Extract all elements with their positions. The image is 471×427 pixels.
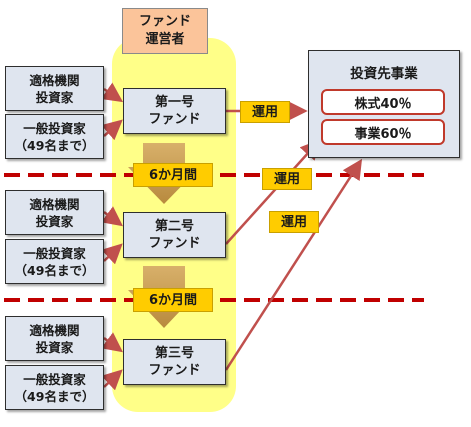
general-investor-limit: （49名まで） bbox=[14, 262, 95, 278]
fund-manager-label-2: 運営者 bbox=[145, 32, 185, 47]
interval-tag-2: 6か月間 bbox=[133, 288, 213, 312]
general-investor-limit: （49名まで） bbox=[14, 137, 95, 153]
general-investor-box-2: 一般投資家 （49名まで） bbox=[5, 239, 104, 284]
fund-2-number: 第二号 bbox=[154, 219, 194, 234]
arrow-fund3-target bbox=[224, 158, 363, 371]
qualified-investor-box-3: 適格機関 投資家 bbox=[5, 316, 104, 361]
fund-1-label: ファンド bbox=[148, 112, 201, 127]
qualified-investor-label: 投資家 bbox=[35, 213, 74, 229]
interval-tag-1: 6か月間 bbox=[133, 163, 213, 187]
fund-1-number: 第一号 bbox=[154, 95, 194, 110]
fund-3-number: 第三号 bbox=[154, 346, 194, 361]
qualified-investor-label: 適格機関 bbox=[29, 196, 80, 212]
fund-manager-box: ファンド 運営者 bbox=[122, 8, 208, 54]
investment-target-box: 投資先事業 株式40％ 事業60％ bbox=[308, 50, 460, 158]
general-investor-limit: （49名まで） bbox=[14, 388, 95, 404]
qualified-investor-label: 投資家 bbox=[35, 89, 74, 105]
fund-2-box: 第二号 ファンド bbox=[123, 212, 226, 258]
arrow-general-fund2 bbox=[101, 243, 123, 265]
fund-3-label: ファンド bbox=[148, 363, 201, 378]
qualified-investor-label: 投資家 bbox=[35, 339, 74, 355]
arrow-qualified-fund1 bbox=[100, 82, 124, 103]
general-investor-label: 一般投資家 bbox=[23, 371, 86, 387]
business-allocation: 事業60％ bbox=[321, 119, 445, 145]
operate-tag-2: 運用 bbox=[262, 168, 312, 190]
arrow-qualified-fund3 bbox=[101, 332, 123, 353]
general-investor-box-1: 一般投資家 （49名まで） bbox=[5, 114, 104, 159]
general-investor-label: 一般投資家 bbox=[23, 245, 86, 261]
stocks-allocation: 株式40％ bbox=[321, 89, 445, 115]
qualified-investor-label: 適格機関 bbox=[29, 322, 80, 338]
operate-tag-1: 運用 bbox=[240, 101, 290, 123]
arrow-general-fund1 bbox=[101, 119, 123, 141]
general-investor-label: 一般投資家 bbox=[23, 120, 86, 136]
operate-tag-3: 運用 bbox=[269, 211, 319, 233]
arrow-qualified-fund2 bbox=[101, 206, 123, 227]
fund-2-label: ファンド bbox=[148, 236, 201, 251]
qualified-investor-box-2: 適格機関 投資家 bbox=[5, 190, 104, 235]
investment-target-title: 投資先事業 bbox=[350, 66, 418, 82]
qualified-investor-box-1: 適格機関 投資家 bbox=[5, 66, 104, 111]
general-investor-box-3: 一般投資家 （49名まで） bbox=[5, 365, 104, 410]
arrow-fund2-target bbox=[225, 139, 321, 245]
arrow-general-fund3 bbox=[101, 369, 123, 391]
qualified-investor-label: 適格機関 bbox=[29, 72, 80, 88]
fund-3-box: 第三号 ファンド bbox=[123, 339, 226, 385]
fund-1-box: 第一号 ファンド bbox=[123, 88, 226, 134]
fund-manager-label-1: ファンド bbox=[138, 14, 191, 29]
